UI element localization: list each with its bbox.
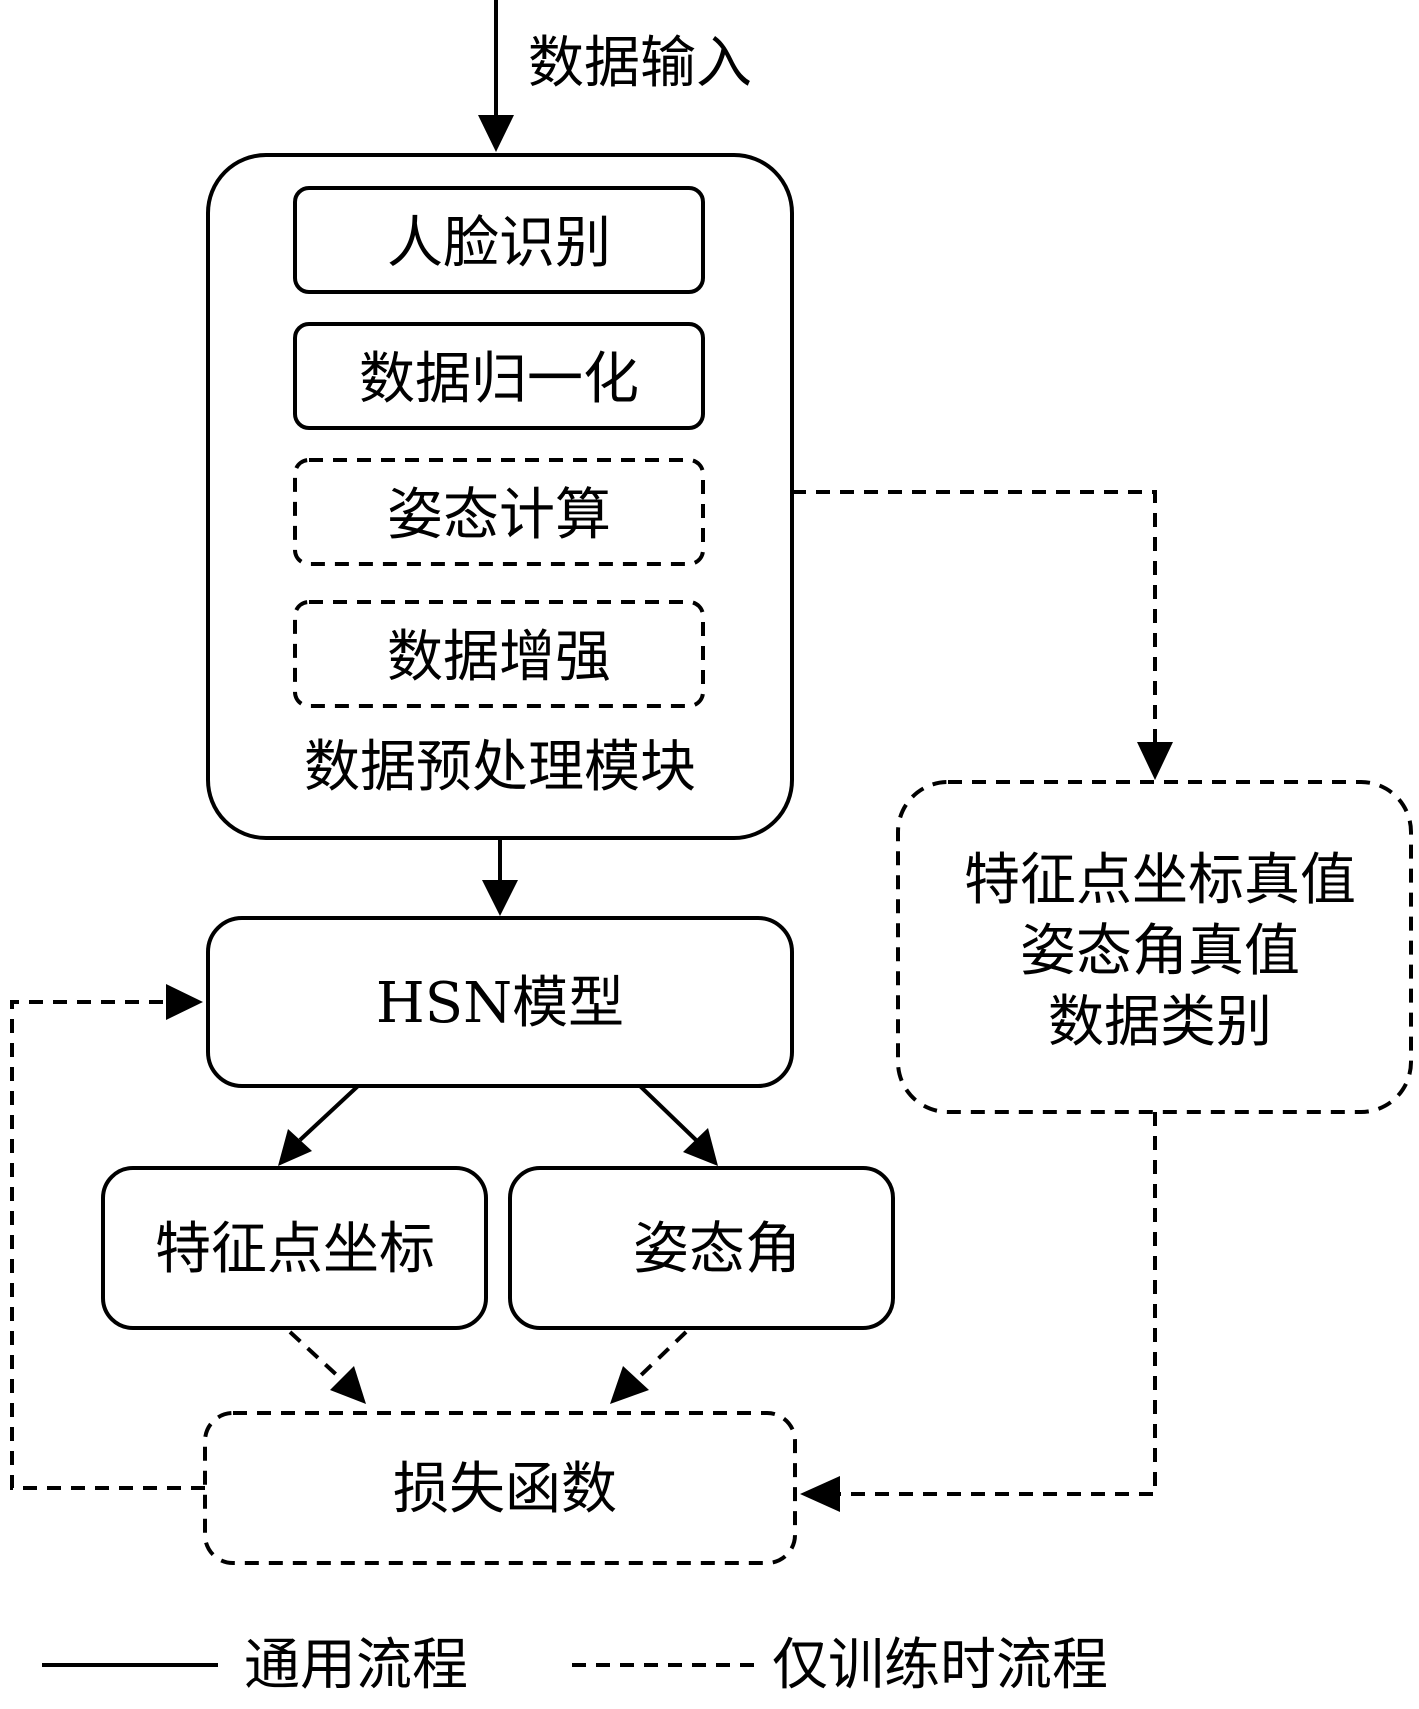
ground-truth-box <box>896 780 1413 1114</box>
normalization-label: 数据归一化 <box>359 347 639 412</box>
preprocess-module-title: 数据预处理模块 <box>304 735 696 800</box>
face-detection-label: 人脸识别 <box>387 211 611 276</box>
input-arrow <box>478 0 514 152</box>
augmentation-label: 数据增强 <box>387 625 611 690</box>
loss-function-label: 损失函数 <box>393 1457 617 1522</box>
landmarks-output-box <box>101 1166 488 1330</box>
model-to-landmarks-arrow <box>278 1084 360 1166</box>
face-detection-box <box>293 186 705 294</box>
normalization-box <box>293 322 705 430</box>
model-to-pose-arrow <box>638 1084 718 1166</box>
pose-calculation-label: 姿态计算 <box>387 483 611 548</box>
landmarks-to-loss-arrow <box>288 1330 366 1404</box>
loss-to-model-feedback-arrow <box>10 984 205 1490</box>
pose-to-loss-arrow <box>610 1330 688 1404</box>
ground-truth-line-2: 姿态角真值 <box>1020 919 1300 984</box>
legend-general-label: 通用流程 <box>244 1633 468 1698</box>
hsn-model-label: HSN模型 <box>376 971 624 1036</box>
pose-output-label: 姿态角 <box>633 1217 801 1282</box>
ground-truth-line-1: 特征点坐标真值 <box>964 848 1356 913</box>
ground-truth-to-loss-arrow <box>800 1112 1157 1512</box>
pose-calculation-box <box>293 458 705 566</box>
loss-function-box <box>203 1411 797 1565</box>
hsn-model-box <box>206 916 794 1088</box>
preprocess-to-ground-truth-arrow <box>792 490 1173 780</box>
augmentation-box <box>293 600 705 708</box>
legend: 通用流程 仅训练时流程 <box>42 1633 1108 1698</box>
ground-truth-line-3: 数据类别 <box>1048 990 1272 1055</box>
preprocess-to-model-arrow <box>482 838 518 916</box>
pose-output-box <box>508 1166 895 1330</box>
landmarks-output-label: 特征点坐标 <box>155 1217 435 1282</box>
input-label: 数据输入 <box>528 31 752 96</box>
legend-training-only-label: 仅训练时流程 <box>772 1633 1108 1698</box>
